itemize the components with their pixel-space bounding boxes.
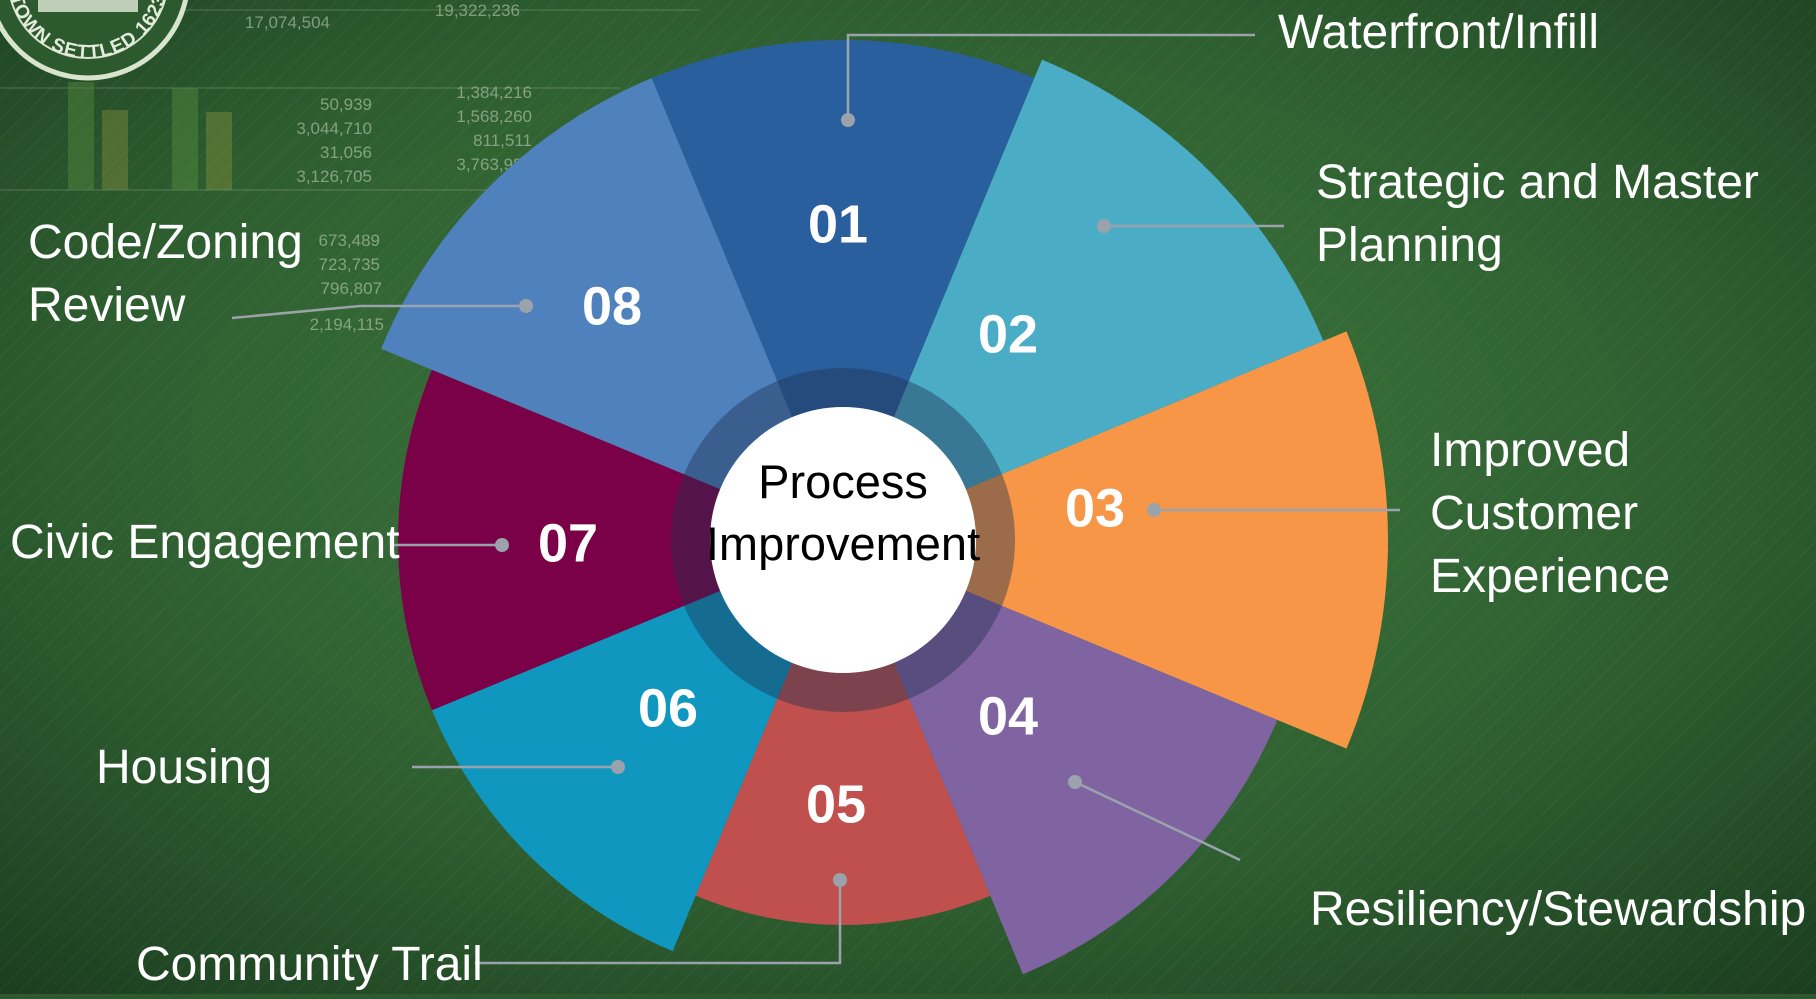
segment-wedge-04 bbox=[843, 540, 1278, 975]
segment-label-line: Experience bbox=[1430, 550, 1670, 603]
background-bar bbox=[102, 110, 128, 190]
background-bar bbox=[206, 112, 232, 190]
leader-line-01 bbox=[846, 33, 1255, 120]
segment-label-line: Civic Engagement bbox=[10, 516, 400, 569]
segment-label-04: Resiliency/Stewardship bbox=[1310, 883, 1806, 936]
background-bar bbox=[172, 88, 198, 190]
leader-dot-03 bbox=[1147, 503, 1161, 517]
segment-wedge-01 bbox=[651, 40, 1035, 541]
segment-label-07: Civic Engagement bbox=[10, 516, 400, 569]
leader-dot-08 bbox=[519, 299, 533, 313]
segment-wedge-03 bbox=[843, 331, 1389, 749]
segment-number-04: 04 bbox=[978, 686, 1038, 746]
leader-dot-06 bbox=[611, 760, 625, 774]
ledger-cell: 811,511 bbox=[473, 131, 532, 150]
leader-dot-01 bbox=[841, 113, 855, 127]
ledger-cell: 3,044,710 bbox=[296, 119, 372, 138]
segment-number-01: 01 bbox=[808, 194, 868, 254]
ledger-cell: 31,056 bbox=[320, 143, 372, 162]
leader-dot-04 bbox=[1068, 775, 1082, 789]
segment-number-05: 05 bbox=[806, 774, 866, 834]
segment-label-line: Housing bbox=[96, 741, 272, 794]
ledger-cell: 17,074,504 bbox=[245, 13, 330, 32]
background-bar bbox=[68, 82, 94, 190]
ledger-cell: 1,568,260 bbox=[456, 107, 532, 126]
town-seal-logo: TOWN SETTLED 1623 bbox=[0, 0, 189, 81]
leader-dot-02 bbox=[1097, 219, 1111, 233]
segment-label-line: Waterfront/Infill bbox=[1278, 6, 1599, 59]
segment-label-05: Community Trail bbox=[136, 938, 483, 991]
segment-number-03: 03 bbox=[1065, 478, 1125, 538]
segment-wedge-02 bbox=[843, 59, 1324, 540]
ledger-cell: 2,194,115 bbox=[310, 315, 384, 334]
segment-label-line: Community Trail bbox=[136, 938, 483, 991]
leader-line-08 bbox=[231, 304, 526, 320]
segment-number-08: 08 bbox=[582, 276, 642, 336]
segment-label-line: Planning bbox=[1316, 219, 1503, 272]
process-improvement-wheel: Process Improvement 01 02 03 04 05 06 07 08 Wat… bbox=[10, 6, 1806, 991]
ledger-cell: 673,489 bbox=[319, 231, 380, 250]
segment-label-line: Review bbox=[28, 279, 186, 332]
segment-number-07: 07 bbox=[538, 513, 598, 573]
ledger-cell: 50,939 bbox=[320, 95, 372, 114]
leader-dot-05 bbox=[833, 873, 847, 887]
segment-label-line: Strategic and Master bbox=[1316, 156, 1759, 209]
segment-label-01: Waterfront/Infill bbox=[1278, 6, 1599, 59]
ledger-cell: 19,322,236 bbox=[435, 1, 520, 20]
segment-label-line: Customer bbox=[1430, 487, 1638, 540]
leader-line-05 bbox=[475, 880, 842, 965]
segment-label-06: Housing bbox=[96, 741, 272, 794]
background-ledger: 17,074,504 19,322,236 50,939 1,384,216 3… bbox=[0, 1, 700, 334]
segment-wedge-08 bbox=[381, 78, 843, 540]
segment-wedge-07 bbox=[398, 369, 843, 711]
leader-dot-07 bbox=[495, 538, 509, 552]
segment-number-02: 02 bbox=[978, 304, 1038, 364]
ledger-cell: 723,735 bbox=[319, 255, 380, 274]
segment-number-06: 06 bbox=[638, 678, 698, 738]
segment-label-line: Code/Zoning bbox=[28, 216, 303, 269]
center-title-line2: Improvement bbox=[706, 517, 980, 570]
segment-wedge-05 bbox=[695, 540, 991, 925]
ledger-cell: 3,126,705 bbox=[296, 167, 372, 186]
segment-label-line: Resiliency/Stewardship bbox=[1310, 883, 1806, 936]
center-circle bbox=[710, 407, 976, 673]
ledger-cell: 1,384,216 bbox=[456, 83, 532, 102]
leader-line-04 bbox=[1074, 780, 1241, 862]
segment-wedge-06 bbox=[431, 540, 843, 952]
ledger-cell: 796,807 bbox=[321, 279, 382, 298]
segment-label-line: Improved bbox=[1430, 424, 1630, 477]
center-title-line1: Process bbox=[758, 455, 928, 508]
